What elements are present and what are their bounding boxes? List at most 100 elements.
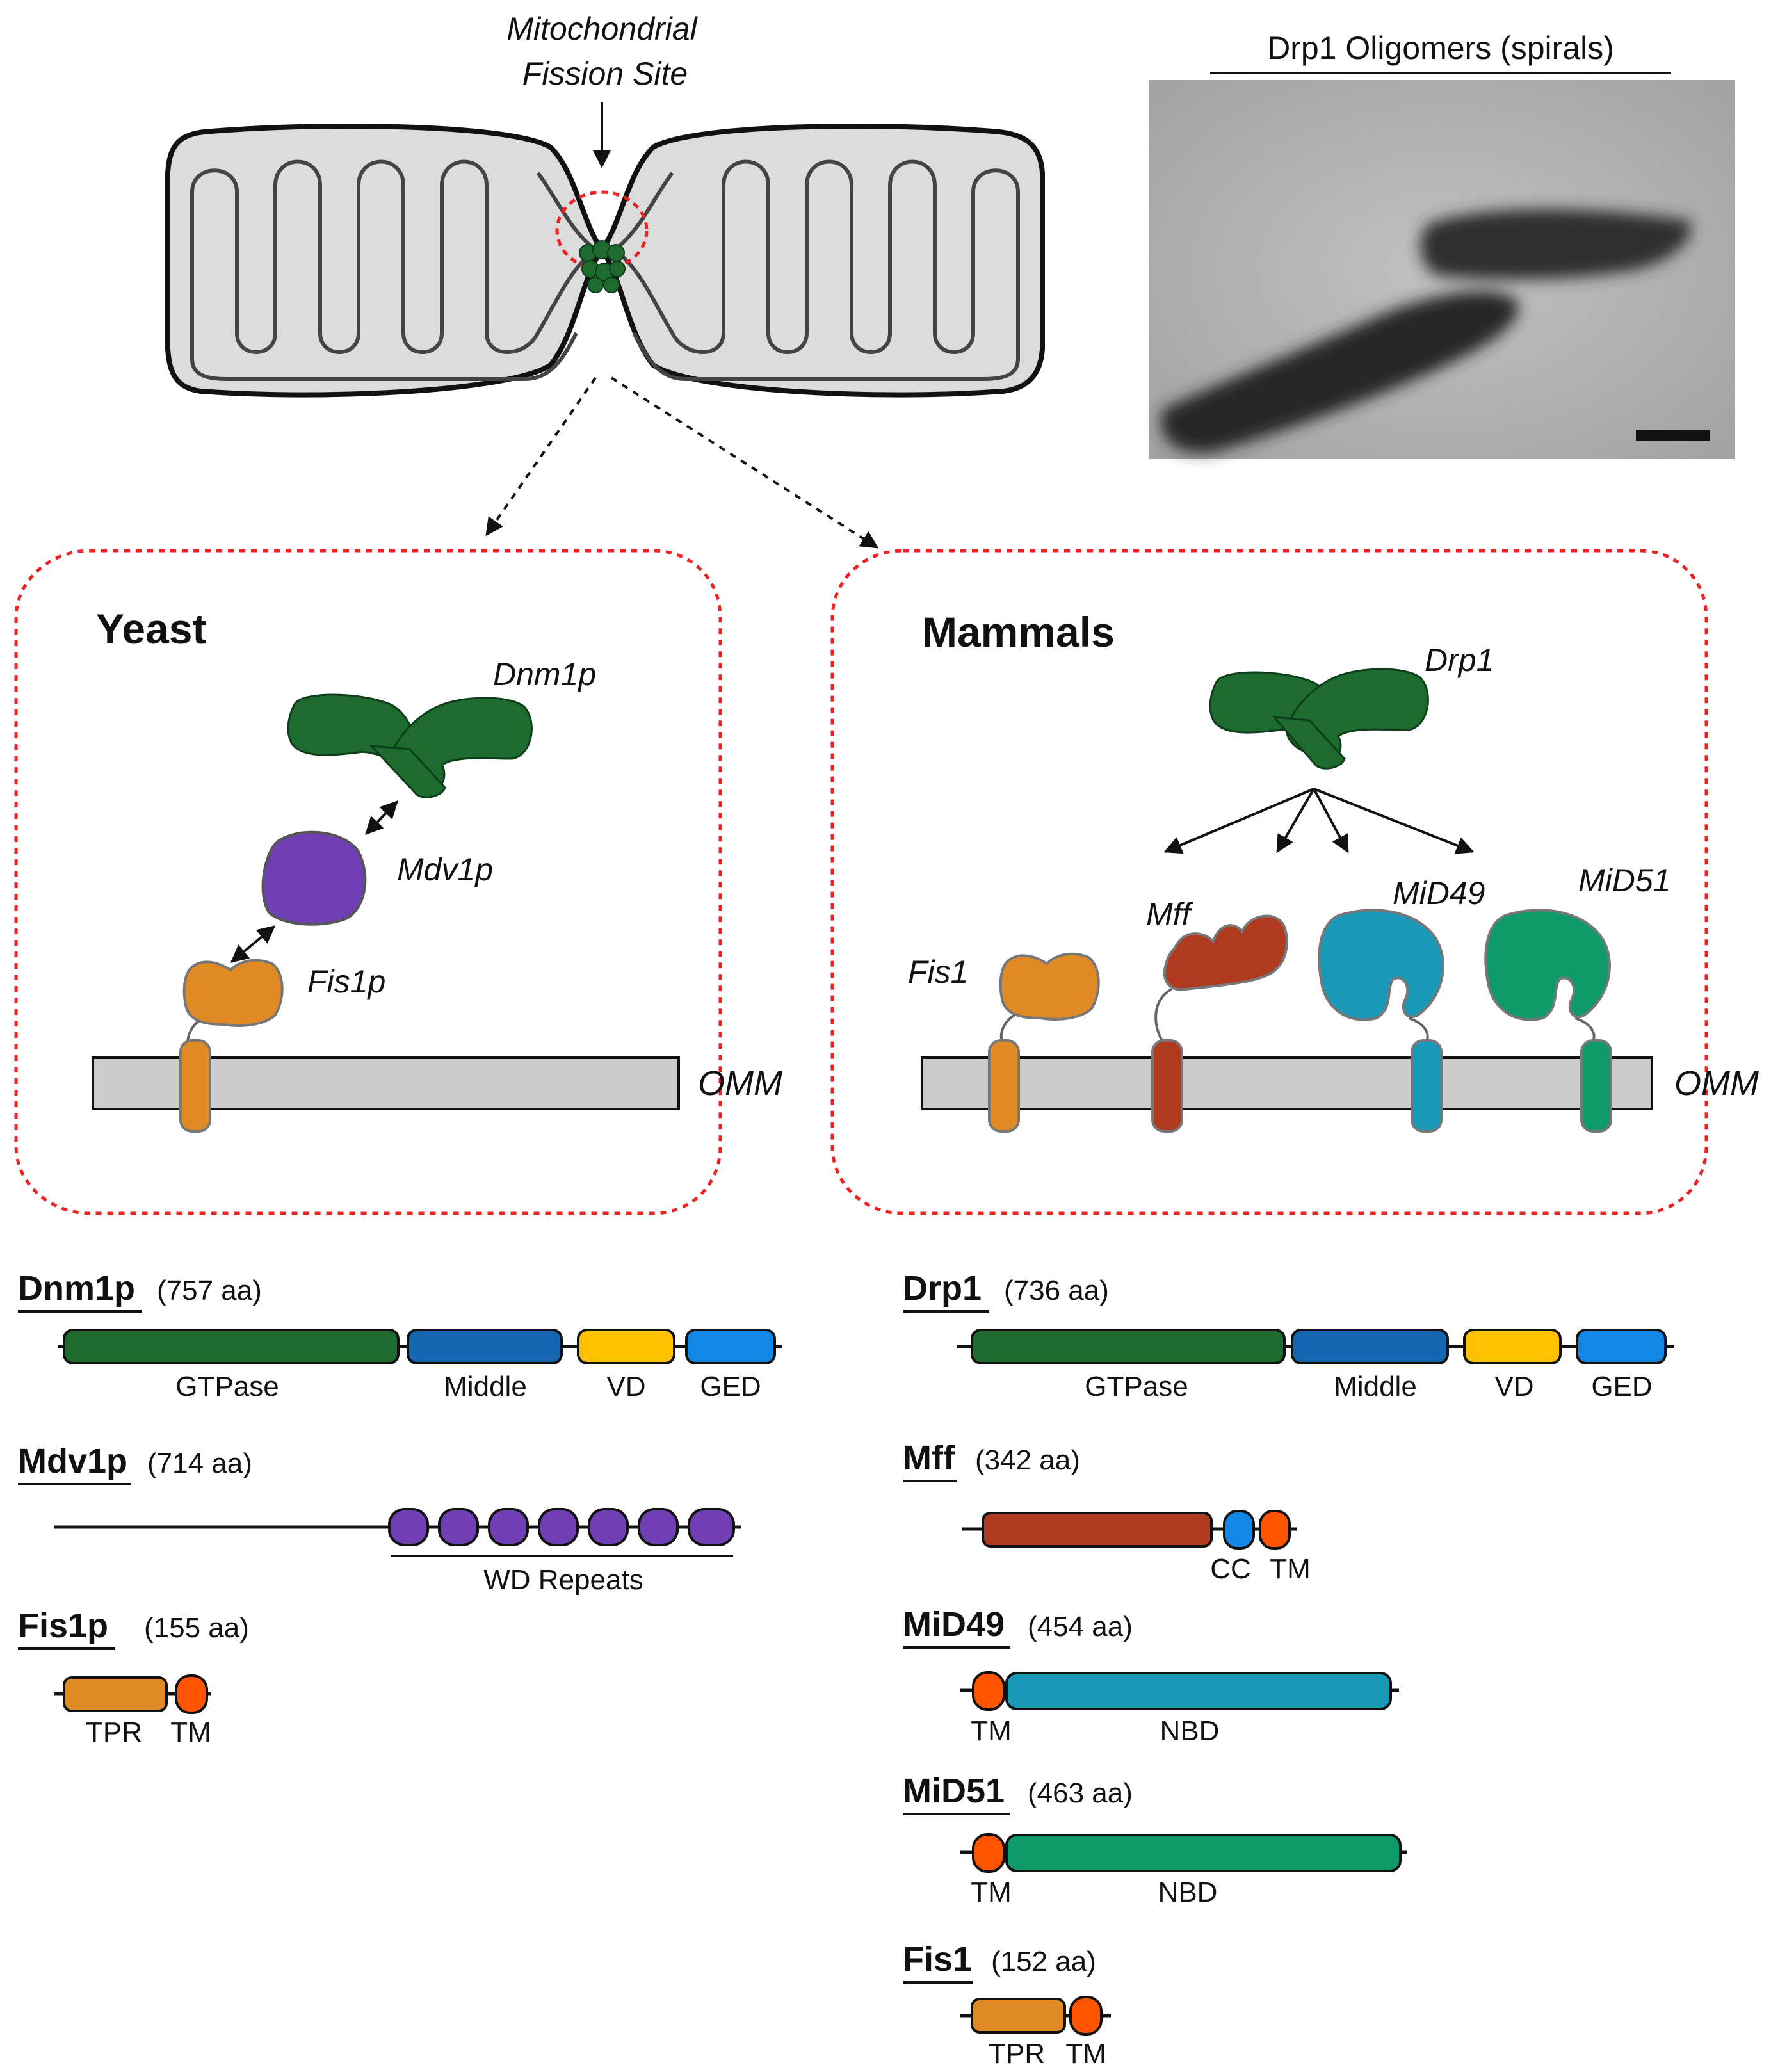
dnm1p-gtpase-domain (63, 1329, 400, 1364)
mammals-mid49-label: MiD49 (1393, 875, 1485, 911)
mff-size: (342 aa) (975, 1445, 1080, 1476)
mammals-title: Mammals (922, 608, 1115, 656)
inner-membrane-right (632, 192, 1020, 381)
mammals-fis1-tm (988, 1039, 1020, 1133)
yeast-fis1p-tm (179, 1039, 211, 1133)
mammals-mff-label: Mff (1146, 896, 1194, 932)
arrow-to-mammals (610, 376, 879, 549)
dnm1p-size: (757 aa) (157, 1275, 262, 1306)
fis1-name: Fis1 (903, 1940, 972, 1979)
drp1-gtpase-label: GTPase (1085, 1371, 1188, 1402)
mammals-omm-label: OMM (1674, 1064, 1759, 1103)
arrow-to-yeast (485, 376, 597, 537)
mdv1p-wd-repeats (388, 1508, 735, 1546)
drp1-name: Drp1 (903, 1269, 982, 1307)
inner-membrane-left (190, 192, 578, 381)
mammals-domain-maps: Drp1 (736 aa) GTPase Middle VD GED Mff (… (903, 1269, 1674, 2069)
mammals-fis1-linker (999, 1014, 1016, 1042)
yeast-panel: Yeast OMM Dnm1p Mdv1p Fis1p (14, 549, 782, 1215)
yeast-fis1p-label: Fis1p (307, 964, 385, 1000)
em-micrograph: Drp1 Oligomers (spirals) (1149, 30, 1735, 459)
mid49-tm-label: TM (971, 1715, 1012, 1747)
mammals-mff (1163, 914, 1288, 991)
mdv1p-size: (714 aa) (147, 1448, 252, 1479)
mammals-mid49-tm (1411, 1039, 1443, 1133)
dnm1p-ged-domain (685, 1329, 776, 1364)
cristae-right (611, 159, 1020, 354)
mammals-drp1-label: Drp1 (1425, 642, 1494, 678)
fis1p-tm-domain (175, 1674, 208, 1714)
cristae-left (190, 159, 599, 354)
yeast-dnm1p-label: Dnm1p (493, 656, 596, 692)
mammals-mid49 (1318, 909, 1444, 1021)
fis1p-tpr-domain (63, 1676, 168, 1712)
mid49-nbd-label: NBD (1160, 1715, 1220, 1747)
mammals-mid51 (1484, 909, 1611, 1021)
fis1-tpr-domain (971, 1998, 1066, 2034)
mff-name: Mff (903, 1439, 955, 1477)
fis1-tpr-label: TPR (989, 2038, 1045, 2069)
mammals-dashed-box (830, 549, 1708, 1215)
mid51-nbd-label: NBD (1158, 1877, 1218, 1908)
fis1-tm-label: TM (1065, 2038, 1106, 2069)
drp1-gtpase-domain (971, 1329, 1286, 1364)
mammals-mid51-tm (1580, 1039, 1612, 1133)
mff-tm-label: TM (1270, 1553, 1311, 1585)
drp1-spiral-filaments (1161, 209, 1692, 453)
mdv1p-name: Mdv1p (18, 1442, 127, 1480)
mff-cc-label: CC (1210, 1553, 1251, 1585)
dnm1p-ged-label: GED (700, 1371, 761, 1402)
mff-main-domain (982, 1512, 1213, 1548)
drp1-recruitment-arrows (1163, 788, 1475, 854)
mid49-tm-domain (972, 1671, 1005, 1711)
yeast-fis1p (182, 959, 284, 1027)
dnm1p-gtpase-label: GTPase (175, 1371, 279, 1402)
em-scale-bar (1636, 430, 1710, 441)
mid51-tm-domain (972, 1833, 1005, 1873)
mammals-fis1-label: Fis1 (908, 954, 968, 990)
mammals-fis1 (999, 952, 1100, 1021)
mammals-panel: Mammals OMM Drp1 Fis1 Mff MiD49 (830, 549, 1759, 1215)
mdv1p-wd-label: WD Repeats (483, 1564, 643, 1596)
yeast-domain-maps: Dnm1p (757 aa) GTPase Middle VD GED Mdv1… (18, 1269, 782, 1748)
mff-tm-domain (1259, 1510, 1291, 1550)
mid51-nbd-domain (1005, 1834, 1402, 1872)
fis1-tm-domain (1069, 1996, 1103, 2036)
drp1-middle-label: Middle (1334, 1371, 1417, 1402)
yeast-mdv1p (261, 830, 367, 926)
fission-site-label-line2: Fission Site (522, 56, 688, 92)
drp1-size: (736 aa) (1004, 1275, 1109, 1306)
drp1-ged-domain (1576, 1329, 1667, 1364)
dnm1p-vd-label: VD (606, 1371, 645, 1402)
dnm1p-middle-domain (407, 1329, 563, 1364)
mitochondrion-left-lobe (165, 124, 605, 398)
mid51-name: MiD51 (903, 1772, 1005, 1810)
mitochondrion-right-lobe (599, 124, 1045, 398)
fis1-size: (152 aa) (991, 1946, 1096, 1977)
drp1-vd-domain (1463, 1329, 1562, 1364)
dnm1p-name: Dnm1p (18, 1269, 135, 1307)
mid49-size: (454 aa) (1028, 1611, 1133, 1642)
mammals-mff-tm (1151, 1039, 1183, 1133)
drp1-middle-domain (1291, 1329, 1449, 1364)
mid51-tm-label: TM (971, 1877, 1012, 1908)
mammals-mff-linker (1154, 988, 1172, 1042)
yeast-mdv1p-label: Mdv1p (397, 852, 493, 887)
dnm1p-vd-domain (577, 1329, 675, 1364)
dnm1p-middle-label: Middle (444, 1371, 527, 1402)
mid49-nbd-domain (1005, 1672, 1392, 1710)
drp1-ged-label: GED (1591, 1371, 1652, 1402)
mammals-drp1-dimer (1209, 668, 1429, 770)
fis1p-tm-label: TM (170, 1717, 211, 1748)
mammals-omm-membrane (921, 1056, 1653, 1110)
mitochondrion-cartoon: Mitochondrial Fission Site (165, 11, 1045, 549)
mid51-size: (463 aa) (1028, 1777, 1133, 1809)
fis1p-size: (155 aa) (144, 1612, 249, 1644)
yeast-omm-label: OMM (698, 1064, 782, 1103)
fission-site-label-line1: Mitochondrial (506, 11, 698, 47)
em-title: Drp1 Oligomers (spirals) (1267, 30, 1614, 66)
mdv1p-fis1p-interaction-arrow (230, 925, 276, 963)
mid49-name: MiD49 (903, 1605, 1005, 1644)
fission-site-highlight (555, 190, 649, 271)
yeast-dashed-box (14, 549, 722, 1215)
